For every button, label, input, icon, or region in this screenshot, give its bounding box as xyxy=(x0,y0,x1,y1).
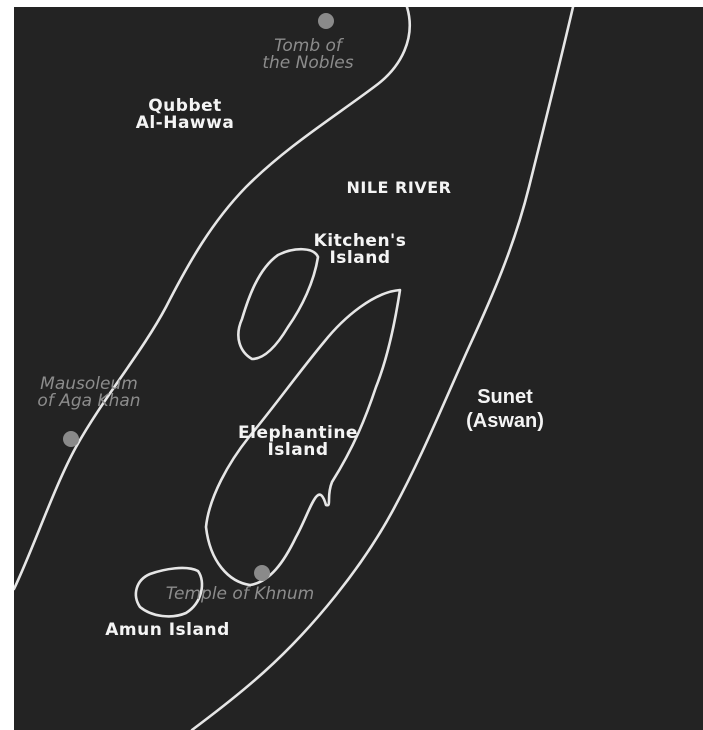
east-riverbank xyxy=(190,7,575,730)
nile-river-label: NILE RIVER xyxy=(346,178,452,197)
sunet-aswan-label: Sunet (Aswan) xyxy=(466,386,544,432)
qubbet-al-hawwa-label: Qubbet Al-Hawwa xyxy=(135,96,235,133)
mausoleum-marker xyxy=(63,431,79,447)
elephantine-island-label: Elephantine Island xyxy=(238,423,358,460)
kitchens-island-outline xyxy=(237,247,320,361)
temple-of-khnum-marker xyxy=(254,565,270,581)
west-riverbank xyxy=(14,7,412,591)
amun-island-label: Amun Island xyxy=(105,620,230,640)
mausoleum-of-aga-khan-label: Mausoleum of Aga Khan xyxy=(37,374,141,411)
kitchens-island-label: Kitchen's Island xyxy=(313,231,407,268)
temple-of-khnum-label: Temple of Khnum xyxy=(165,584,315,604)
tomb-of-the-nobles-label: Tomb of the Nobles xyxy=(262,36,354,73)
map-frame: Tomb of the Nobles Qubbet Al-Hawwa NILE … xyxy=(14,7,703,730)
map-canvas xyxy=(14,7,575,730)
tomb-of-the-nobles-marker xyxy=(318,13,334,29)
amun-island-outline xyxy=(134,566,204,618)
